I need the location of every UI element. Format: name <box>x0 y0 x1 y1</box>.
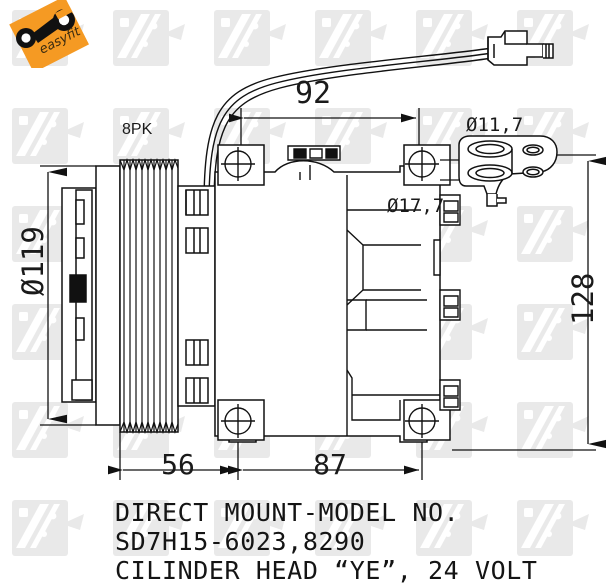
body-internal-detail <box>299 165 440 436</box>
dimension-label-87: 87 <box>313 448 347 481</box>
dimension-label-hole-upper: Ø11,7 <box>466 114 524 136</box>
pulley-grooves <box>119 157 179 435</box>
rear-manifold-flange <box>458 135 558 207</box>
electrical-connector-plug <box>487 30 554 66</box>
front-housing <box>177 185 216 407</box>
wire-harness <box>203 47 493 207</box>
caption-line-3: CILINDER HEAD “YE”, 24 VOLT <box>115 556 538 585</box>
rear-service-ports <box>433 194 461 411</box>
dimension-label-body-height: 128 <box>566 272 600 325</box>
dimension-label-92: 92 <box>294 76 332 111</box>
wrench-icon <box>16 5 75 48</box>
compressor-body <box>214 144 451 443</box>
dimension-pulley-diameter <box>40 165 96 426</box>
easyfit-badge: easyfit <box>9 0 89 68</box>
belt-profile-label: 8PK <box>122 121 153 138</box>
caption-block: DIRECT MOUNT-MODEL NO. SD7H15-6023,8290 … <box>115 498 538 585</box>
dimension-92 <box>229 108 420 150</box>
caption-line-1: DIRECT MOUNT-MODEL NO. <box>115 498 460 527</box>
mounting-ear-bolt-hole <box>221 147 439 438</box>
dimension-label-pulley-diameter: Ø119 <box>16 226 50 296</box>
dimension-label-hole-lower: Ø17,7 <box>387 195 445 217</box>
caption-line-2: SD7H15-6023,8290 <box>115 527 366 556</box>
ribbed-pulley <box>61 159 179 433</box>
suction-discharge-port <box>287 145 341 161</box>
dimension-label-56: 56 <box>161 448 195 481</box>
